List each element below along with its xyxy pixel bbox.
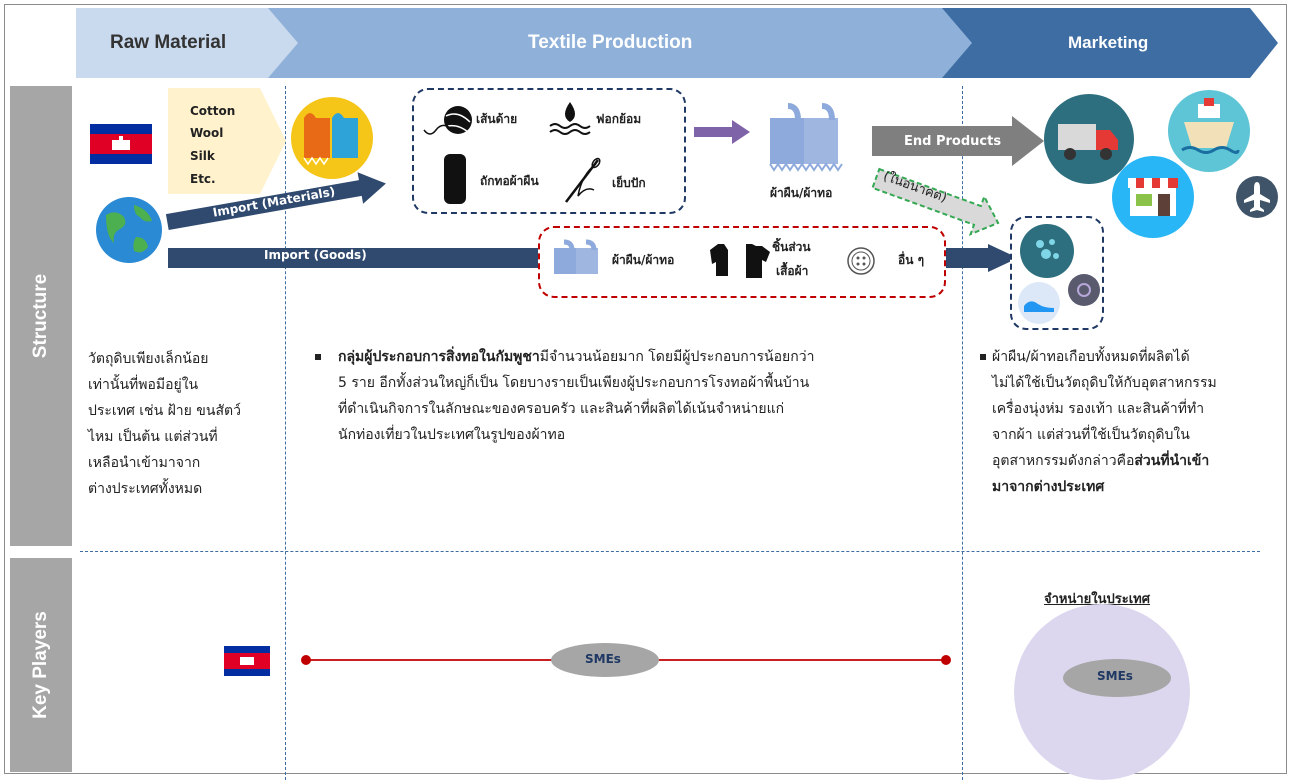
cambodia-flag-key-players-icon (224, 646, 270, 676)
stage-raw-material: Raw Material (110, 32, 227, 53)
raw-material-band (76, 8, 300, 78)
accessory-icon (1068, 274, 1100, 306)
goods-fabric-label: ผ้าผืน/ผ้าทอ (612, 253, 675, 267)
process-embroidery-label: เย็บปัก (612, 176, 646, 190)
cambodia-flag-icon (90, 124, 152, 164)
process-yarn-label: เส้นด้าย (476, 112, 518, 126)
shirt-icon (710, 244, 770, 278)
button-icon (847, 247, 875, 275)
fabric-icon (769, 103, 843, 172)
needle-icon (565, 157, 601, 203)
stage-marketing: Marketing (1068, 33, 1149, 52)
shoe-icon (1018, 282, 1060, 324)
import-materials-arrow (165, 172, 386, 230)
smes-marketing-ellipse (1063, 659, 1171, 697)
process-to-fabric-arrow (694, 120, 750, 144)
end-products-label: End Products (904, 134, 1002, 149)
marketing-band (942, 8, 1278, 78)
domestic-sales-title: จำหน่ายในประเทศ (1044, 592, 1151, 607)
stage-bands (76, 8, 1278, 78)
material-wool: Wool (190, 126, 224, 140)
side-label-key-players: Key Players (10, 558, 72, 772)
textile-production-band (268, 8, 974, 78)
goods-parts-label-2: เสื้อผ้า (776, 264, 809, 278)
divider-raw-production (285, 86, 286, 780)
goods-others-label: อื่น ๆ (898, 253, 925, 267)
plane-icon (1236, 176, 1278, 218)
shop-icon (1112, 156, 1194, 238)
import-goods-label: Import (Goods) (264, 248, 367, 262)
fabric-goods-icon (554, 239, 598, 274)
textile-pattern-icon (1020, 224, 1074, 278)
process-weaving-label: ถักทอผ้าผืน (480, 174, 539, 188)
production-bullet (315, 354, 321, 360)
material-cotton: Cotton (190, 104, 236, 118)
diagram-frame (4, 4, 1287, 774)
material-silk: Silk (190, 149, 215, 163)
yarn-ball-icon (423, 106, 472, 135)
divider-production-marketing (962, 86, 963, 780)
truck-icon (1044, 94, 1134, 184)
future-arrow (871, 167, 1000, 236)
raw-material-description: วัตถุดิบเพียงเล็กน้อย เท่านั้นที่พอมีอยู… (88, 351, 241, 497)
end-products-arrow (872, 116, 1044, 166)
marketing-bullet (980, 354, 986, 360)
goods-parts-label-1: ชิ้นส่วน (772, 240, 811, 254)
side-label-structure: Structure (10, 86, 72, 546)
globe-icon (96, 197, 162, 263)
ship-icon (1168, 90, 1250, 172)
material-etc: Etc. (190, 172, 216, 186)
dye-icon (549, 102, 591, 135)
imported-goods-box (538, 226, 946, 298)
stage-textile-production: Textile Production (528, 32, 693, 53)
fabric-roll-icon (291, 97, 373, 179)
divider-rows (80, 551, 1260, 552)
bolt-icon (444, 154, 466, 204)
smes-production-label: SMEs (585, 652, 621, 666)
process-dyeing-label: ฟอกย้อม (596, 112, 642, 126)
materials-box-shape (168, 88, 286, 194)
production-description: กลุ่มผู้ประกอบการสิ่งทอในกัมพูชามีจำนวนน… (338, 349, 815, 443)
fabric-label: ผ้าผืน/ผ้าทอ (770, 186, 833, 200)
smes-production-ellipse (551, 643, 659, 677)
smes-marketing-label: SMEs (1097, 669, 1133, 683)
marketing-description: ผ้าผืน/ผ้าทอเกือบทั้งหมดที่ผลิตได้ ไม่ได… (992, 349, 1217, 495)
